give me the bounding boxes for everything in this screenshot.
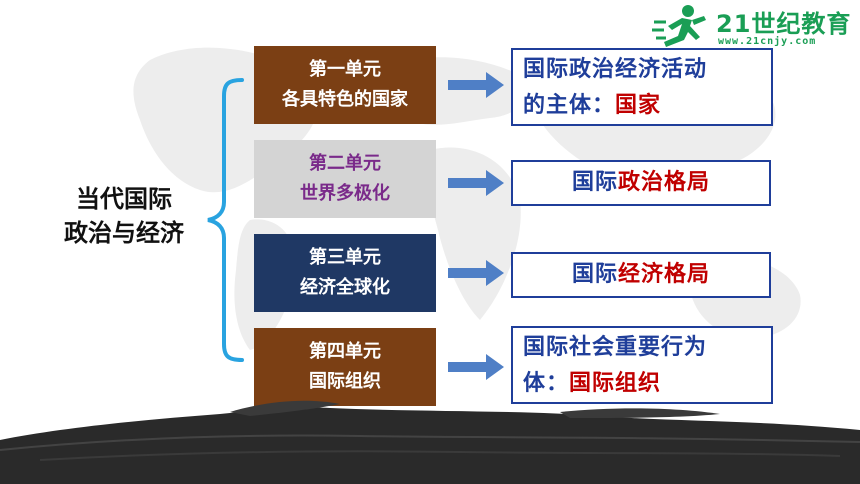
logo-site-text: www.21cnjy.com — [718, 36, 817, 47]
unit-4-number: 第四单元 — [309, 341, 381, 362]
unit-2-title: 世界多极化 — [300, 183, 390, 204]
arrow-icon-2 — [448, 170, 504, 196]
result-4-prefix: 体： — [523, 371, 570, 396]
result-4-line1: 国际社会重要行为 — [523, 335, 708, 360]
unit-4-title: 国际组织 — [309, 371, 381, 392]
runner-icon — [652, 5, 706, 47]
result-box-2: 国际政治格局 — [511, 160, 771, 206]
root-title: 当代国际 政治与经济 — [34, 182, 214, 250]
unit-box-1: 第一单元 各具特色的国家 — [254, 46, 436, 124]
result-box-1: 国际政治经济活动 的主体：国家 — [511, 48, 773, 126]
unit-1-number: 第一单元 — [309, 59, 381, 80]
curly-bracket — [207, 78, 244, 362]
result-1-line1: 国际政治经济活动 — [523, 57, 708, 82]
root-title-line1: 当代国际 — [76, 185, 172, 213]
root-title-line2: 政治与经济 — [64, 219, 184, 247]
result-1-highlight: 国家 — [615, 93, 662, 118]
result-4-highlight: 国际组织 — [569, 371, 662, 396]
result-box-4: 国际社会重要行为 体：国际组织 — [511, 326, 773, 404]
result-3-prefix: 国际 — [571, 262, 618, 287]
ink-brush-decoration — [0, 400, 860, 484]
unit-3-title: 经济全球化 — [300, 277, 390, 298]
result-1-prefix: 的主体： — [523, 93, 616, 118]
unit-3-number: 第三单元 — [309, 247, 381, 268]
arrow-icon-4 — [448, 354, 504, 380]
unit-box-2: 第二单元 世界多极化 — [254, 140, 436, 218]
result-3-highlight: 经济格局 — [618, 262, 711, 287]
result-2-prefix: 国际 — [571, 170, 618, 195]
unit-box-3: 第三单元 经济全球化 — [254, 234, 436, 312]
unit-box-4: 第四单元 国际组织 — [254, 328, 436, 406]
logo-brand-text: 21世纪教育 — [716, 10, 852, 38]
unit-1-title: 各具特色的国家 — [282, 89, 408, 110]
result-box-3: 国际经济格局 — [511, 252, 771, 298]
arrow-icon-3 — [448, 260, 504, 286]
result-2-highlight: 政治格局 — [618, 170, 711, 195]
arrow-icon-1 — [448, 72, 504, 98]
unit-2-number: 第二单元 — [309, 153, 381, 174]
logo: 21世纪教育 www.21cnjy.com — [652, 4, 856, 54]
